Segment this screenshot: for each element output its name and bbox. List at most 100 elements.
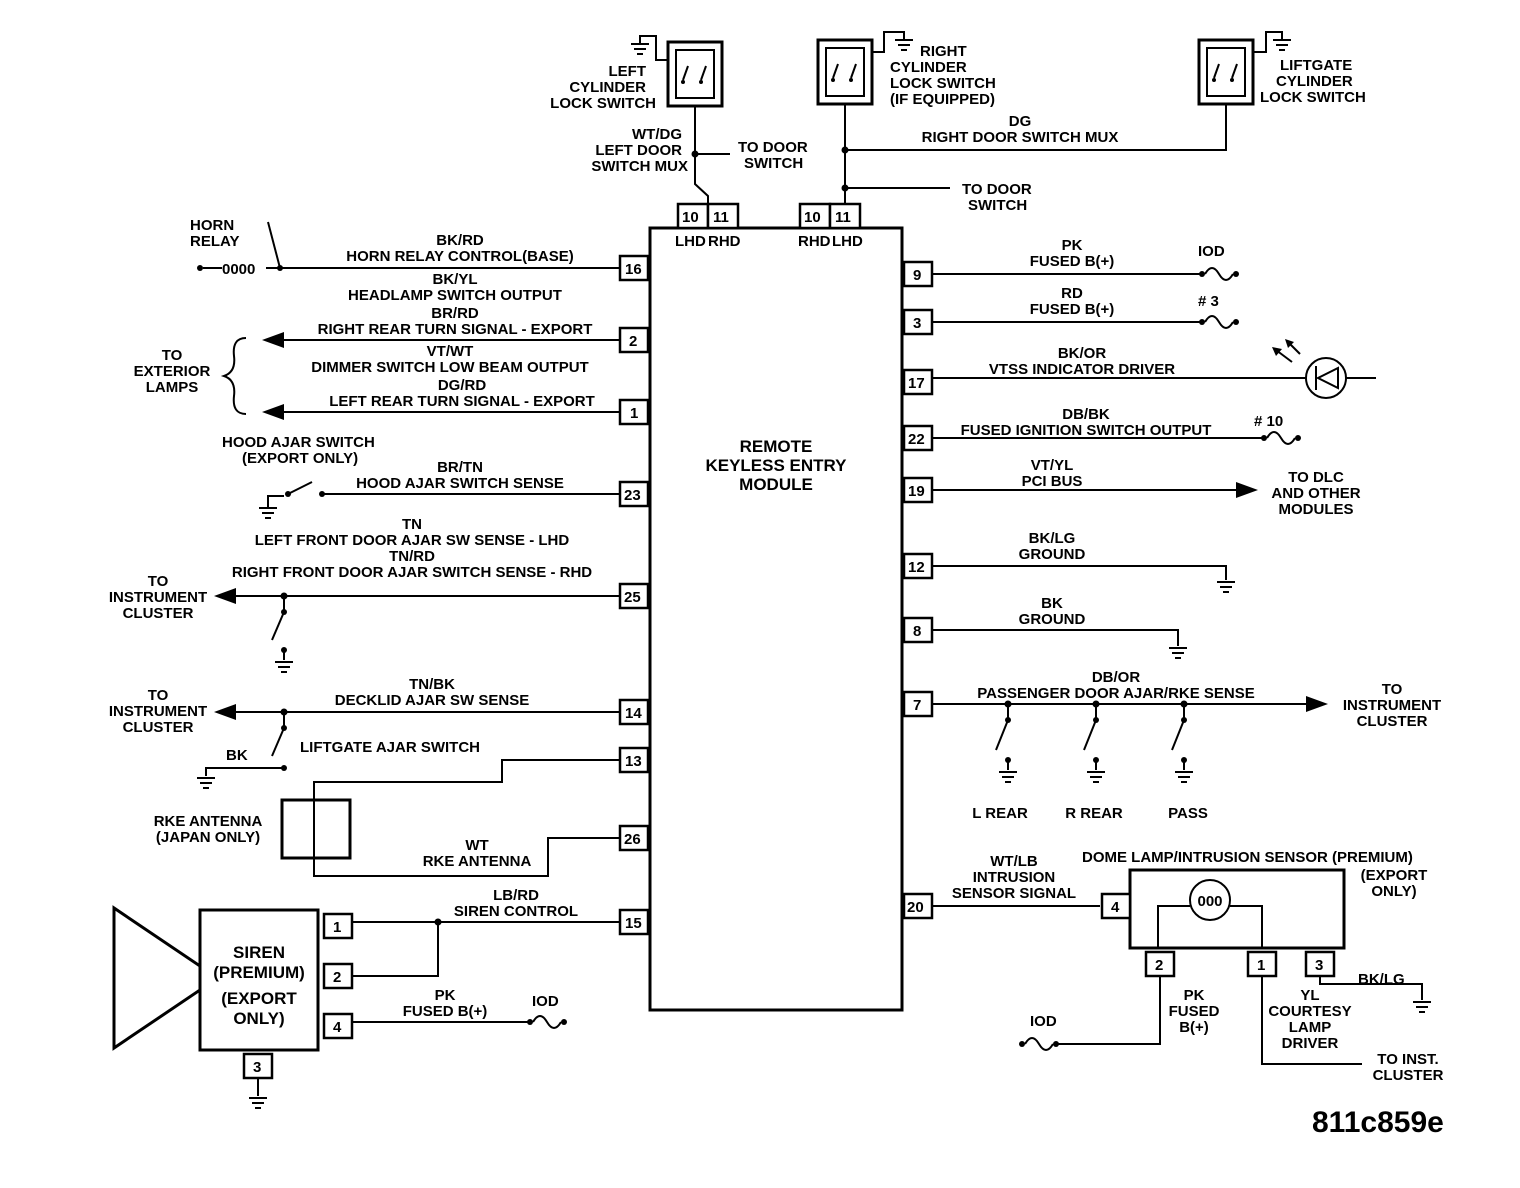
pin-9-fuse: IOD — [1198, 243, 1225, 260]
pin-19-number: 19 — [908, 483, 925, 500]
front-door-ajar-switch — [271, 592, 294, 673]
siren — [198, 908, 320, 1052]
pin-25 — [618, 582, 650, 610]
r-rear-door-switch — [1083, 700, 1106, 783]
pin-16-color: BK/RD — [436, 232, 484, 249]
figure-code: 811c859e — [1312, 1106, 1444, 1139]
inst-cluster-2: CLUSTER — [1373, 1067, 1444, 1084]
pin-1-color: DG/RD — [438, 377, 487, 394]
dome-pin-3-number: 3 — [1315, 957, 1323, 974]
top-pin-label-rhd: RHD — [708, 233, 741, 250]
dome-fuse-name-1: FUSED — [1169, 1003, 1220, 1020]
siren-pin-4-number: 4 — [333, 1019, 342, 1036]
pin-2-name: RIGHT REAR TURN SIGNAL - EXPORT — [318, 321, 593, 338]
dlc-2: AND OTHER — [1271, 485, 1360, 502]
pin-19-color: VT/YL — [1031, 457, 1074, 474]
pin-12 — [902, 552, 934, 580]
right-cylinder-lock-switch — [816, 31, 914, 106]
bk-label: BK — [226, 747, 248, 764]
pin-17-color: BK/OR — [1058, 345, 1107, 362]
siren-horn-icon — [112, 905, 202, 1051]
left-to-door-1: TO DOOR — [738, 139, 808, 156]
pin-19-name: PCI BUS — [1022, 473, 1083, 490]
cluster-r-2: INSTRUMENT — [1343, 697, 1441, 714]
siren-label-1: SIREN — [233, 943, 285, 962]
dome-ground-label: BK/LG — [1358, 971, 1405, 988]
antenna-label-1: RKE ANTENNA — [154, 813, 263, 830]
pin-3-name: FUSED B(+) — [1030, 301, 1115, 318]
pass-label: PASS — [1168, 805, 1208, 822]
cluster1-2: INSTRUMENT — [109, 589, 207, 606]
pin-19 — [902, 476, 934, 504]
liftgate-label-3: LOCK SWITCH — [1260, 89, 1366, 106]
liftgate-label-2: CYLINDER — [1276, 73, 1353, 90]
pin-14-number: 14 — [625, 705, 642, 722]
left-switch-label-3: LOCK SWITCH — [550, 95, 656, 112]
left-switch-label-2: CYLINDER — [569, 79, 646, 96]
liftgate-ajar-switch — [196, 708, 288, 789]
siren-pin-4 — [322, 1012, 354, 1040]
top-pin-10-lhd: 10 — [682, 209, 699, 226]
right-wire-color: DG — [1009, 113, 1032, 130]
dome-pin-4-number: 4 — [1111, 899, 1120, 916]
pin-15-number: 15 — [625, 915, 642, 932]
dome-lamp-icon — [1189, 879, 1231, 921]
pin-26-name: RKE ANTENNA — [423, 853, 532, 870]
pin-23-number: 23 — [624, 487, 641, 504]
rke-antenna — [280, 798, 352, 860]
pin-22-name: FUSED IGNITION SWITCH OUTPUT — [961, 422, 1212, 439]
siren-pin-3-number: 3 — [253, 1059, 261, 1076]
pin-14-name: DECKLID AJAR SW SENSE — [335, 692, 529, 709]
courtesy-3: LAMP — [1289, 1019, 1332, 1036]
left-switch-label-1: LEFT — [609, 63, 647, 80]
pin-23-color: BR/TN — [437, 459, 483, 476]
right-switch-label-2: CYLINDER — [890, 59, 967, 76]
courtesy-1: YL — [1300, 987, 1319, 1004]
dome-fuse-icon — [1018, 1037, 1060, 1051]
dome-label-3: ONLY) — [1371, 883, 1416, 900]
dome-fuse-color: PK — [1184, 987, 1205, 1004]
pin-3-color: RD — [1061, 285, 1083, 302]
pin-1 — [618, 398, 650, 426]
pin-17-name: VTSS INDICATOR DRIVER — [989, 361, 1175, 378]
pin-7-color: DB/OR — [1092, 669, 1141, 686]
left-wire-color: WT/DG — [632, 126, 682, 143]
pin-2-number: 2 — [629, 333, 637, 350]
horn-relay-label-1: HORN — [190, 217, 234, 234]
l-rear-door-switch — [995, 700, 1018, 783]
r-rear-label: R REAR — [1065, 805, 1123, 822]
dimmer-color: VT/WT — [427, 343, 474, 360]
antenna-label-2: (JAPAN ONLY) — [156, 829, 260, 846]
pin-9-number: 9 — [913, 267, 921, 284]
door-sense-1: TN — [402, 516, 422, 533]
pin-12-color: BK/LG — [1029, 530, 1076, 547]
dome-pin-1-number: 1 — [1257, 957, 1265, 974]
pin-23 — [618, 480, 650, 508]
pin-17 — [902, 368, 934, 396]
cluster2-2: INSTRUMENT — [109, 703, 207, 720]
top-pin-11-rhd: 11 — [713, 209, 729, 226]
cluster1-1: TO — [148, 573, 169, 590]
siren-pin-2-number: 2 — [333, 969, 341, 986]
top-pin-label-lhd-2: LHD — [832, 233, 863, 250]
siren-label-2: (PREMIUM) — [213, 963, 305, 982]
dome-label-2: (EXPORT — [1361, 867, 1428, 884]
pin-1-number: 1 — [630, 405, 638, 422]
dome-pin-2 — [1144, 950, 1176, 978]
left-wire-name-1: LEFT DOOR — [595, 142, 682, 159]
cluster-r-3: CLUSTER — [1357, 713, 1428, 730]
module-title-line2: KEYLESS ENTRY — [705, 456, 847, 475]
pin-3-fuse-icon — [1198, 315, 1240, 329]
exterior-lamps-brace — [220, 337, 247, 415]
horn-relay: 0000 — [197, 221, 283, 278]
pin-8 — [902, 616, 934, 644]
siren-pin-3 — [242, 1052, 274, 1080]
siren-label-3: (EXPORT — [221, 989, 297, 1008]
pin-9-color: PK — [1062, 237, 1083, 254]
pin-14 — [618, 698, 650, 726]
remote-keyless-entry-module — [648, 226, 904, 1012]
pass-door-switch — [1171, 700, 1194, 783]
top-connector-right: 10 11 RHD LHD — [798, 202, 863, 250]
pin-22-number: 22 — [908, 431, 925, 448]
hood-switch-label-2: (EXPORT ONLY) — [242, 450, 358, 467]
